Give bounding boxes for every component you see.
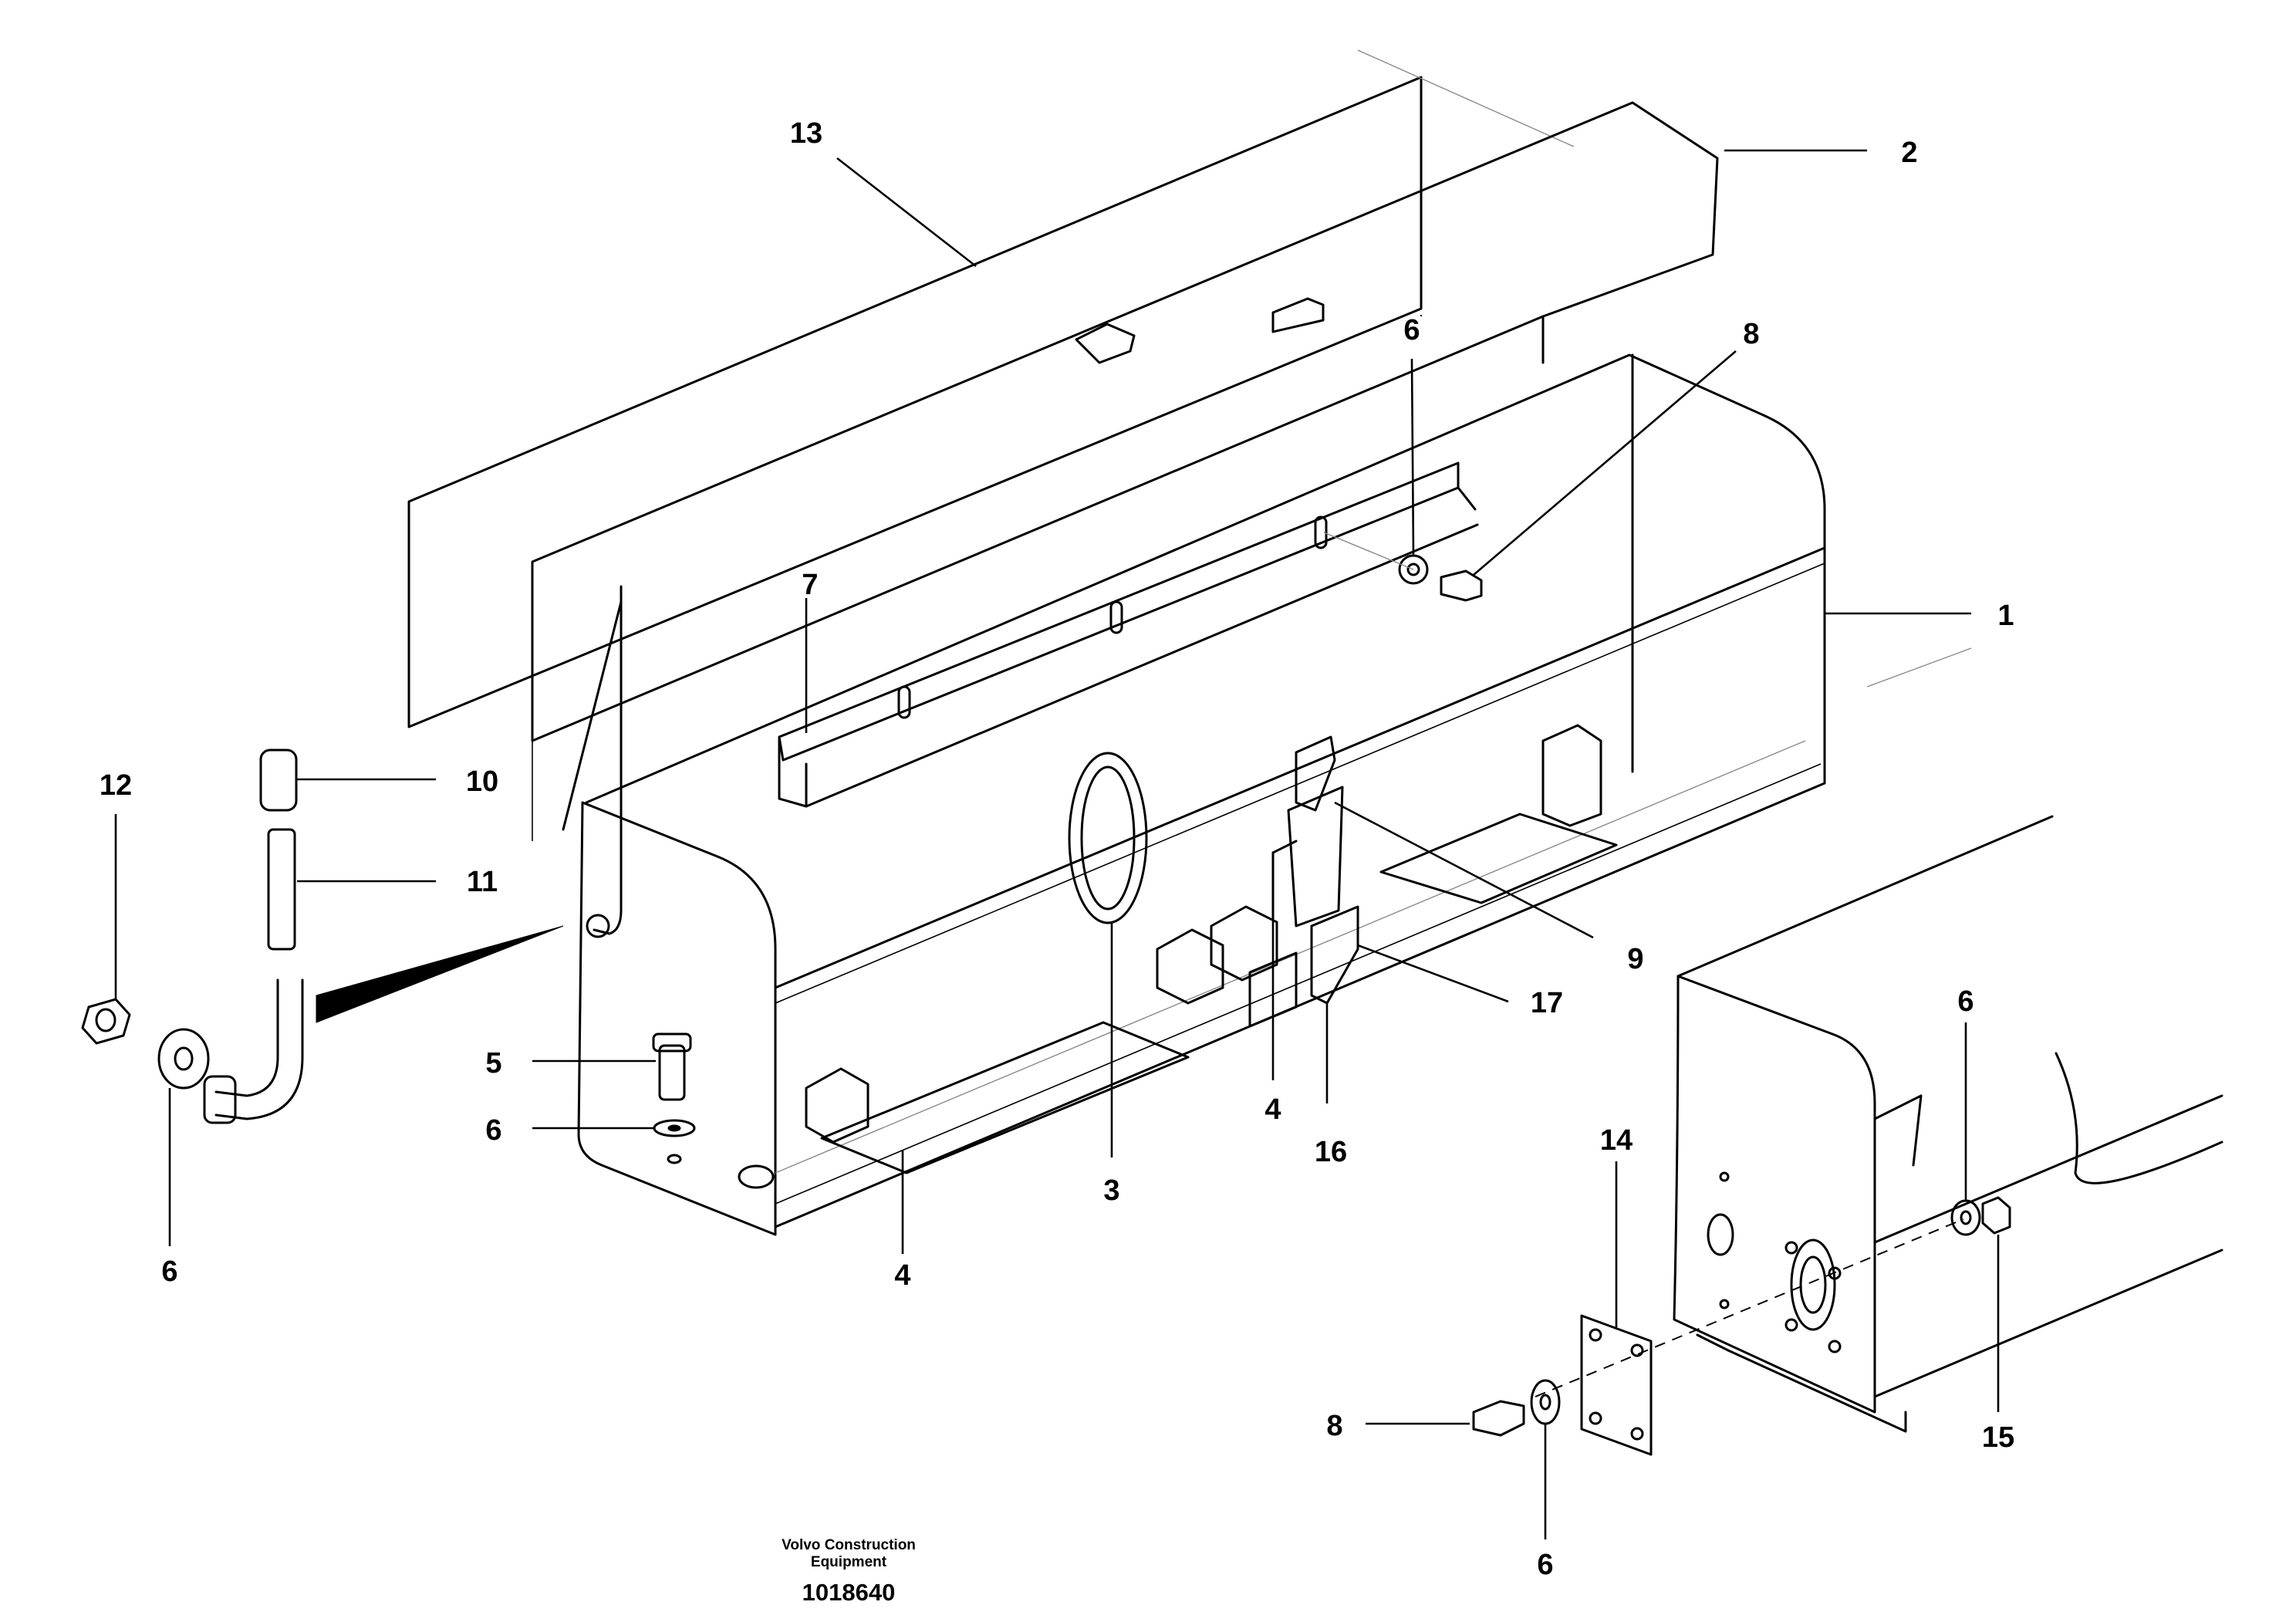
latch-part-9 [1271,735,1359,1005]
loose-parts-left [81,748,775,1189]
callout-4-floor: 4 [894,1259,910,1292]
callout-16: 16 [1315,1136,1347,1168]
handle-part-3 [1068,752,1148,924]
angle-rail-part-7 [778,461,1479,808]
callout-12: 12 [100,769,132,802]
callout-6-right: 6 [1957,985,1974,1018]
leader-lines [114,149,2000,1539]
callout-8-upper: 8 [1743,318,1759,350]
callout-4-latch: 4 [1264,1093,1281,1126]
callout-6-lower: 6 [1537,1549,1553,1581]
callout-13: 13 [790,117,822,150]
callout-8-lower: 8 [1326,1410,1342,1442]
callout-9: 9 [1627,943,1643,975]
drawing-number: 1018640 [802,1579,896,1606]
company-name-line2: Equipment [810,1554,887,1570]
callout-6-mid: 6 [485,1114,501,1147]
callout-6-upper: 6 [1403,314,1420,346]
company-name-line1: Volvo Construction [782,1537,916,1553]
lid-part-13 [407,49,1575,728]
callout-17: 17 [1531,987,1563,1019]
callout-10: 10 [466,765,498,798]
callout-3: 3 [1103,1174,1119,1207]
callout-6-left: 6 [161,1255,177,1288]
callout-11: 11 [467,866,498,898]
callout-15: 15 [1982,1421,2014,1454]
handle-inner [1080,765,1136,911]
callout-1: 1 [1997,600,2014,632]
callout-14: 14 [1600,1124,1633,1157]
callout-2: 2 [1901,137,1917,169]
callout-7: 7 [802,569,818,601]
box-part-1 [531,101,1972,1236]
frame-assembly-lower-right [1472,815,2223,1456]
bolt-upper [1440,569,1483,602]
gas-strut [562,585,623,938]
callout-5: 5 [485,1047,501,1080]
washer-upper-hole [1406,563,1420,576]
